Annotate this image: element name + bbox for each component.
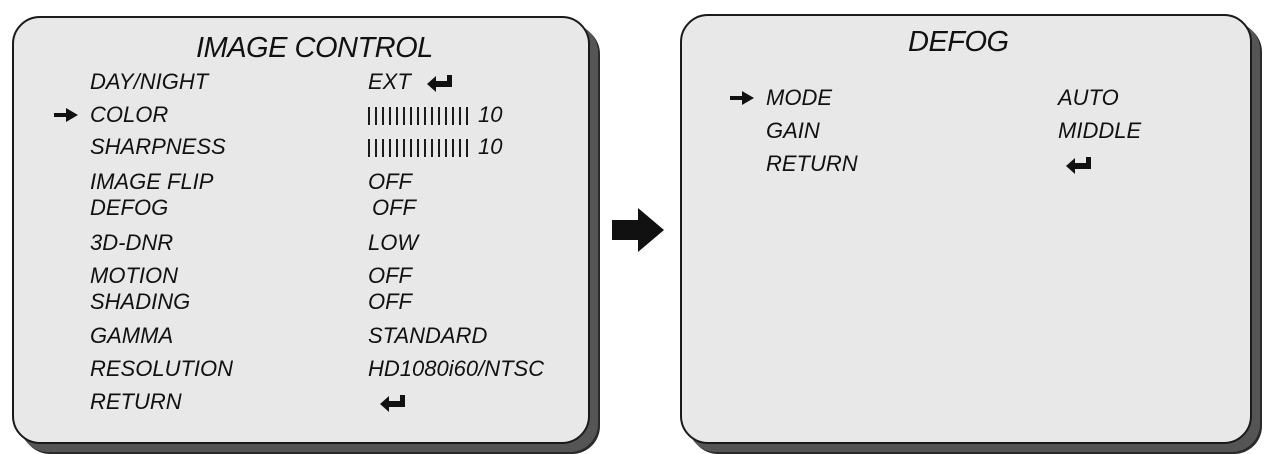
image-control-menu: IMAGE CONTROL DAY/NIGHT EXT COLOR 10 SHA…: [12, 16, 590, 444]
menu-item-label: 3D-DNR: [90, 230, 174, 255]
menu-item-label: GAIN: [766, 118, 820, 143]
big-right-arrow-icon: [612, 208, 664, 252]
menu-item-label: DEFOG: [90, 195, 169, 220]
menu-item-label: MODE: [766, 85, 832, 110]
menu-item-label: GAMMA: [90, 323, 174, 348]
menu-item-label: SHARPNESS: [90, 134, 226, 159]
menu-item-return[interactable]: RETURN: [14, 388, 588, 416]
menu-item-label: DAY/NIGHT: [90, 69, 209, 94]
menu-item-image-flip[interactable]: IMAGE FLIP OFF: [14, 168, 588, 196]
menu-item-return[interactable]: RETURN: [682, 150, 1250, 178]
menu-item-value: EXT: [368, 68, 455, 96]
menu-item-value: AUTO: [1058, 85, 1119, 110]
image-control-title: IMAGE CONTROL: [196, 32, 433, 64]
menu-item-motion[interactable]: MOTION OFF: [14, 262, 588, 290]
menu-item-value: OFF: [372, 195, 416, 220]
menu-item-gamma[interactable]: GAMMA STANDARD: [14, 322, 588, 350]
menu-item-value: 10: [368, 133, 502, 161]
right-arrow-icon: [54, 108, 78, 122]
enter-return-icon: [380, 395, 405, 413]
menu-item-value: OFF: [368, 263, 412, 288]
menu-item-label: COLOR: [90, 102, 169, 127]
menu-item-defog[interactable]: DEFOG OFF: [14, 194, 588, 222]
menu-item-label: RESOLUTION: [90, 356, 234, 381]
right-arrow-icon: [730, 91, 754, 105]
menu-item-value: MIDDLE: [1058, 118, 1142, 143]
menu-item-3d-dnr[interactable]: 3D-DNR LOW: [14, 229, 588, 257]
menu-item-label: MOTION: [90, 263, 178, 288]
enter-return-icon: [426, 75, 452, 93]
menu-item-value: STANDARD: [368, 323, 488, 348]
menu-item-label: RETURN: [766, 151, 858, 176]
menu-item-color[interactable]: COLOR 10: [14, 101, 588, 129]
menu-item-label: IMAGE FLIP: [90, 169, 214, 194]
menu-item-value: OFF: [368, 289, 412, 314]
menu-item-value: [378, 388, 408, 416]
menu-item-value: [1064, 150, 1094, 178]
enter-return-icon: [1066, 157, 1091, 175]
menu-item-label: RETURN: [90, 389, 182, 414]
menu-item-value: OFF: [368, 169, 412, 194]
menu-item-day-night[interactable]: DAY/NIGHT EXT: [14, 68, 588, 96]
defog-title: DEFOG: [908, 26, 1009, 58]
level-bar: [368, 139, 472, 157]
menu-item-value: HD1080i60/NTSC: [368, 356, 545, 381]
level-bar: [368, 107, 472, 125]
menu-item-sharpness[interactable]: SHARPNESS 10: [14, 133, 588, 161]
defog-menu: DEFOG MODE AUTO GAIN MIDDLE RETURN: [680, 14, 1252, 444]
menu-item-resolution[interactable]: RESOLUTION HD1080i60/NTSC: [14, 355, 588, 383]
menu-item-value: 10: [368, 101, 502, 129]
menu-item-shading[interactable]: SHADING OFF: [14, 288, 588, 316]
menu-item-mode[interactable]: MODE AUTO: [682, 84, 1250, 112]
menu-item-value: LOW: [368, 230, 419, 255]
menu-item-label: SHADING: [90, 289, 191, 314]
menu-item-gain[interactable]: GAIN MIDDLE: [682, 117, 1250, 145]
